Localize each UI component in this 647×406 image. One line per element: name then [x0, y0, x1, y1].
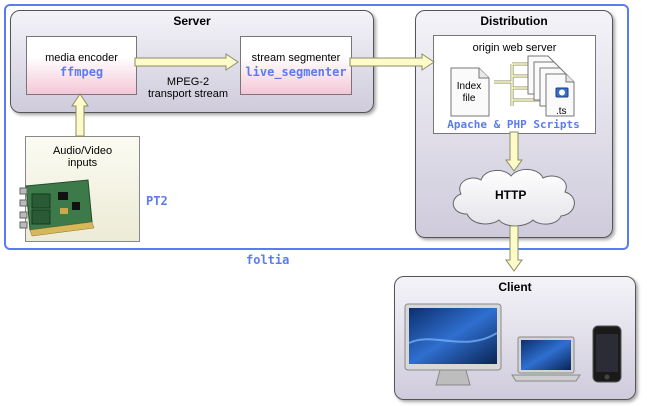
- ts-label: .ts: [556, 106, 567, 117]
- stream-segmenter-label: stream segmenter: [251, 52, 341, 64]
- arrow-origin-to-http: [505, 131, 523, 172]
- pt2-label: PT2: [146, 194, 168, 208]
- arrow-http-to-client: [505, 225, 523, 272]
- arrow-inputs-to-encoder: [71, 93, 89, 137]
- index-file-icon: [450, 67, 490, 117]
- live-segmenter-label: live_segmenter: [245, 65, 347, 79]
- segment-files-icon: [494, 55, 575, 117]
- index-file-line2: file: [462, 93, 476, 104]
- smartphone-icon: [592, 325, 622, 383]
- arrow-segmenter-to-origin: [349, 53, 435, 71]
- index-file-line1: Index: [456, 81, 482, 92]
- foltia-group-outline: [4, 4, 629, 250]
- arrow-encoder-to-segmenter: [134, 53, 239, 71]
- transport-line2: transport stream: [147, 88, 229, 100]
- capture-card-image: [19, 179, 95, 237]
- server-title: Server: [173, 14, 211, 28]
- index-file-label: Index file: [451, 81, 487, 105]
- distribution-title: Distribution: [480, 14, 548, 28]
- stream-segmenter-box: stream segmenter live_segmenter: [240, 36, 352, 95]
- media-encoder-label: media encoder: [45, 52, 118, 64]
- client-title: Client: [498, 280, 532, 294]
- av-inputs-line2: inputs: [67, 157, 98, 169]
- desktop-monitor-icon: [404, 303, 502, 386]
- transport-caption: MPEG-2 transport stream: [138, 76, 238, 100]
- av-inputs-line1: Audio/Video: [52, 145, 113, 157]
- transport-line1: MPEG-2: [166, 76, 210, 88]
- laptop-icon: [511, 336, 581, 382]
- http-label: HTTP: [495, 188, 527, 202]
- apache-php-scripts-label: Apache & PHP Scripts: [437, 118, 590, 131]
- foltia-label: foltia: [246, 253, 290, 267]
- av-inputs-label: Audio/Video inputs: [26, 145, 139, 169]
- ffmpeg-label: ffmpeg: [59, 65, 104, 79]
- origin-web-server-label: origin web server: [472, 42, 557, 54]
